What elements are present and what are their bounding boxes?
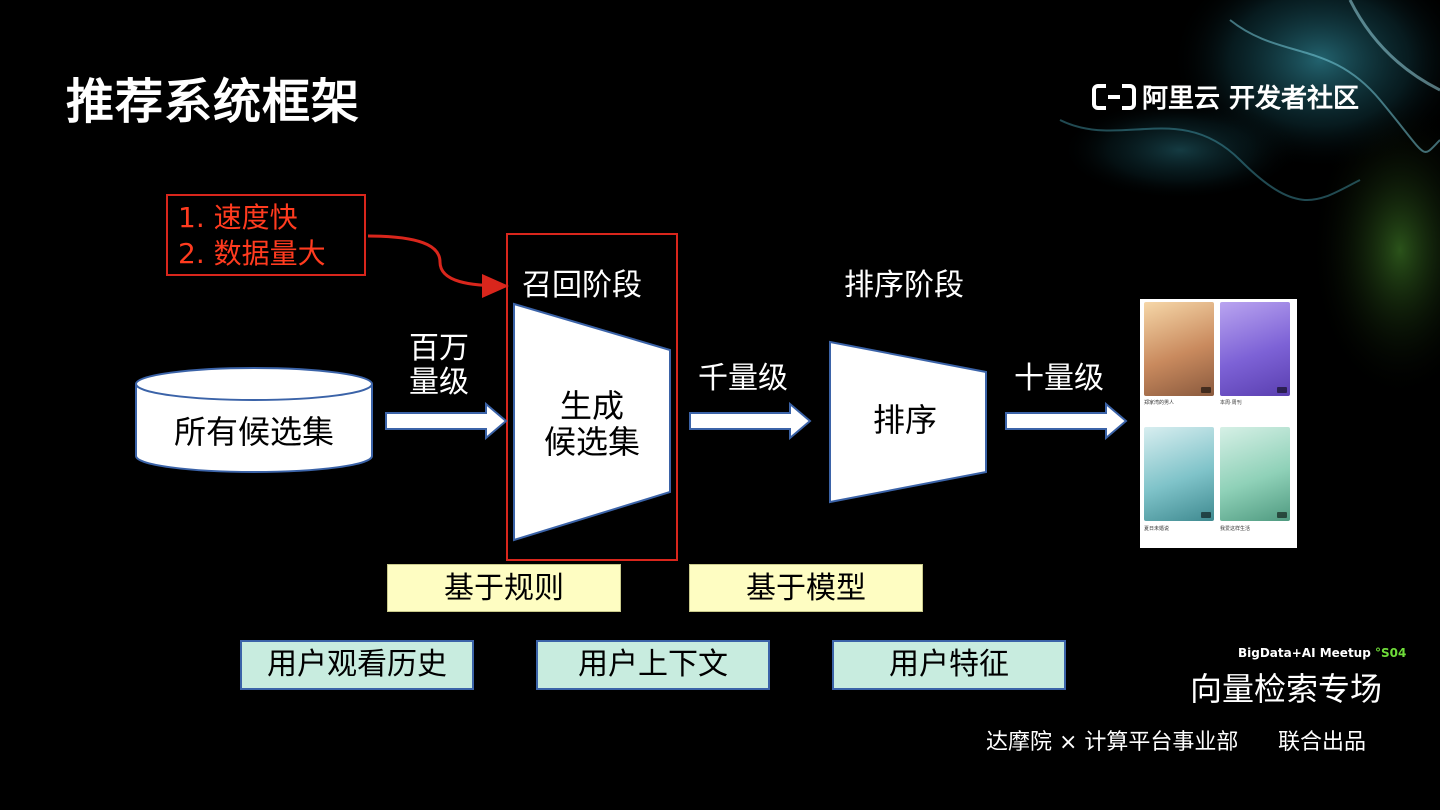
ranking-trapezoid <box>829 340 987 504</box>
ranking-label: 排序 <box>872 401 937 439</box>
note-line-speed: 1. 速度快 <box>178 201 298 234</box>
result-thumbnail[interactable] <box>1220 302 1290 396</box>
user-features-box: 用户特征 <box>832 640 1066 690</box>
play-icon <box>1201 512 1211 518</box>
all-candidates-label: 所有候选集 <box>173 413 334 451</box>
play-icon <box>1201 387 1211 393</box>
generate-line2: 候选集 <box>543 423 640 461</box>
quantity-thousands: 千量级 <box>698 361 788 396</box>
recommended-results: 郑家湾的男人 本周·周刊 夏日未婚说 我爱这样生活 <box>1140 299 1297 548</box>
recall-stage-label: 召回阶段 <box>522 268 642 303</box>
aliyun-logo-icon <box>1092 83 1136 110</box>
brand-logo: 阿里云 开发者社区 <box>1092 78 1359 115</box>
rank-stage-label: 排序阶段 <box>844 268 964 303</box>
note-line-data: 2. 数据量大 <box>178 237 326 270</box>
generate-line1: 生成 <box>559 387 624 425</box>
slide-title: 推荐系统框架 <box>66 74 361 130</box>
footer-organizations: 达摩院 × 计算平台事业部 <box>986 730 1239 755</box>
rule-based-box: 基于规则 <box>387 564 621 612</box>
arrow-millions <box>385 401 508 441</box>
play-icon <box>1277 512 1287 518</box>
brand-label: 阿里云 开发者社区 <box>1142 84 1360 114</box>
watch-history-box: 用户观看历史 <box>240 640 474 690</box>
result-title: 本周·周刊 <box>1220 400 1242 406</box>
generate-candidates-trapezoid <box>513 302 671 542</box>
arrow-tens <box>1005 401 1128 441</box>
meetup-name: BigData+AI Meetup <box>1238 646 1371 660</box>
quantity-millions-line1: 百万 <box>409 331 469 366</box>
quantity-millions-line2: 量级 <box>409 365 469 400</box>
user-context-box: 用户上下文 <box>536 640 770 690</box>
quantity-millions: 百万 量级 <box>404 332 474 400</box>
result-thumbnail[interactable] <box>1144 427 1214 521</box>
result-thumbnail[interactable] <box>1220 427 1290 521</box>
footer-credit: 联合出品 <box>1278 730 1367 755</box>
note-connector-arrow <box>367 234 509 298</box>
result-title: 我爱这样生活 <box>1220 526 1251 532</box>
quantity-tens: 十量级 <box>1014 361 1104 396</box>
all-candidates-database <box>135 367 373 473</box>
arrow-thousands <box>689 401 812 441</box>
session-title: 向量检索专场 <box>1190 670 1383 708</box>
result-thumbnail[interactable] <box>1144 302 1214 396</box>
meetup-tag: BigData+AI Meetup °S04 <box>1238 646 1406 660</box>
meetup-season: °S04 <box>1375 646 1407 660</box>
play-icon <box>1277 387 1287 393</box>
model-based-box: 基于模型 <box>689 564 923 612</box>
recall-stage-frame <box>506 233 678 561</box>
result-title: 夏日未婚说 <box>1144 526 1170 532</box>
result-title: 郑家湾的男人 <box>1144 400 1175 406</box>
note-box: 1. 速度快 2. 数据量大 <box>166 194 366 276</box>
generate-candidates-label: 生成 候选集 <box>514 388 670 460</box>
